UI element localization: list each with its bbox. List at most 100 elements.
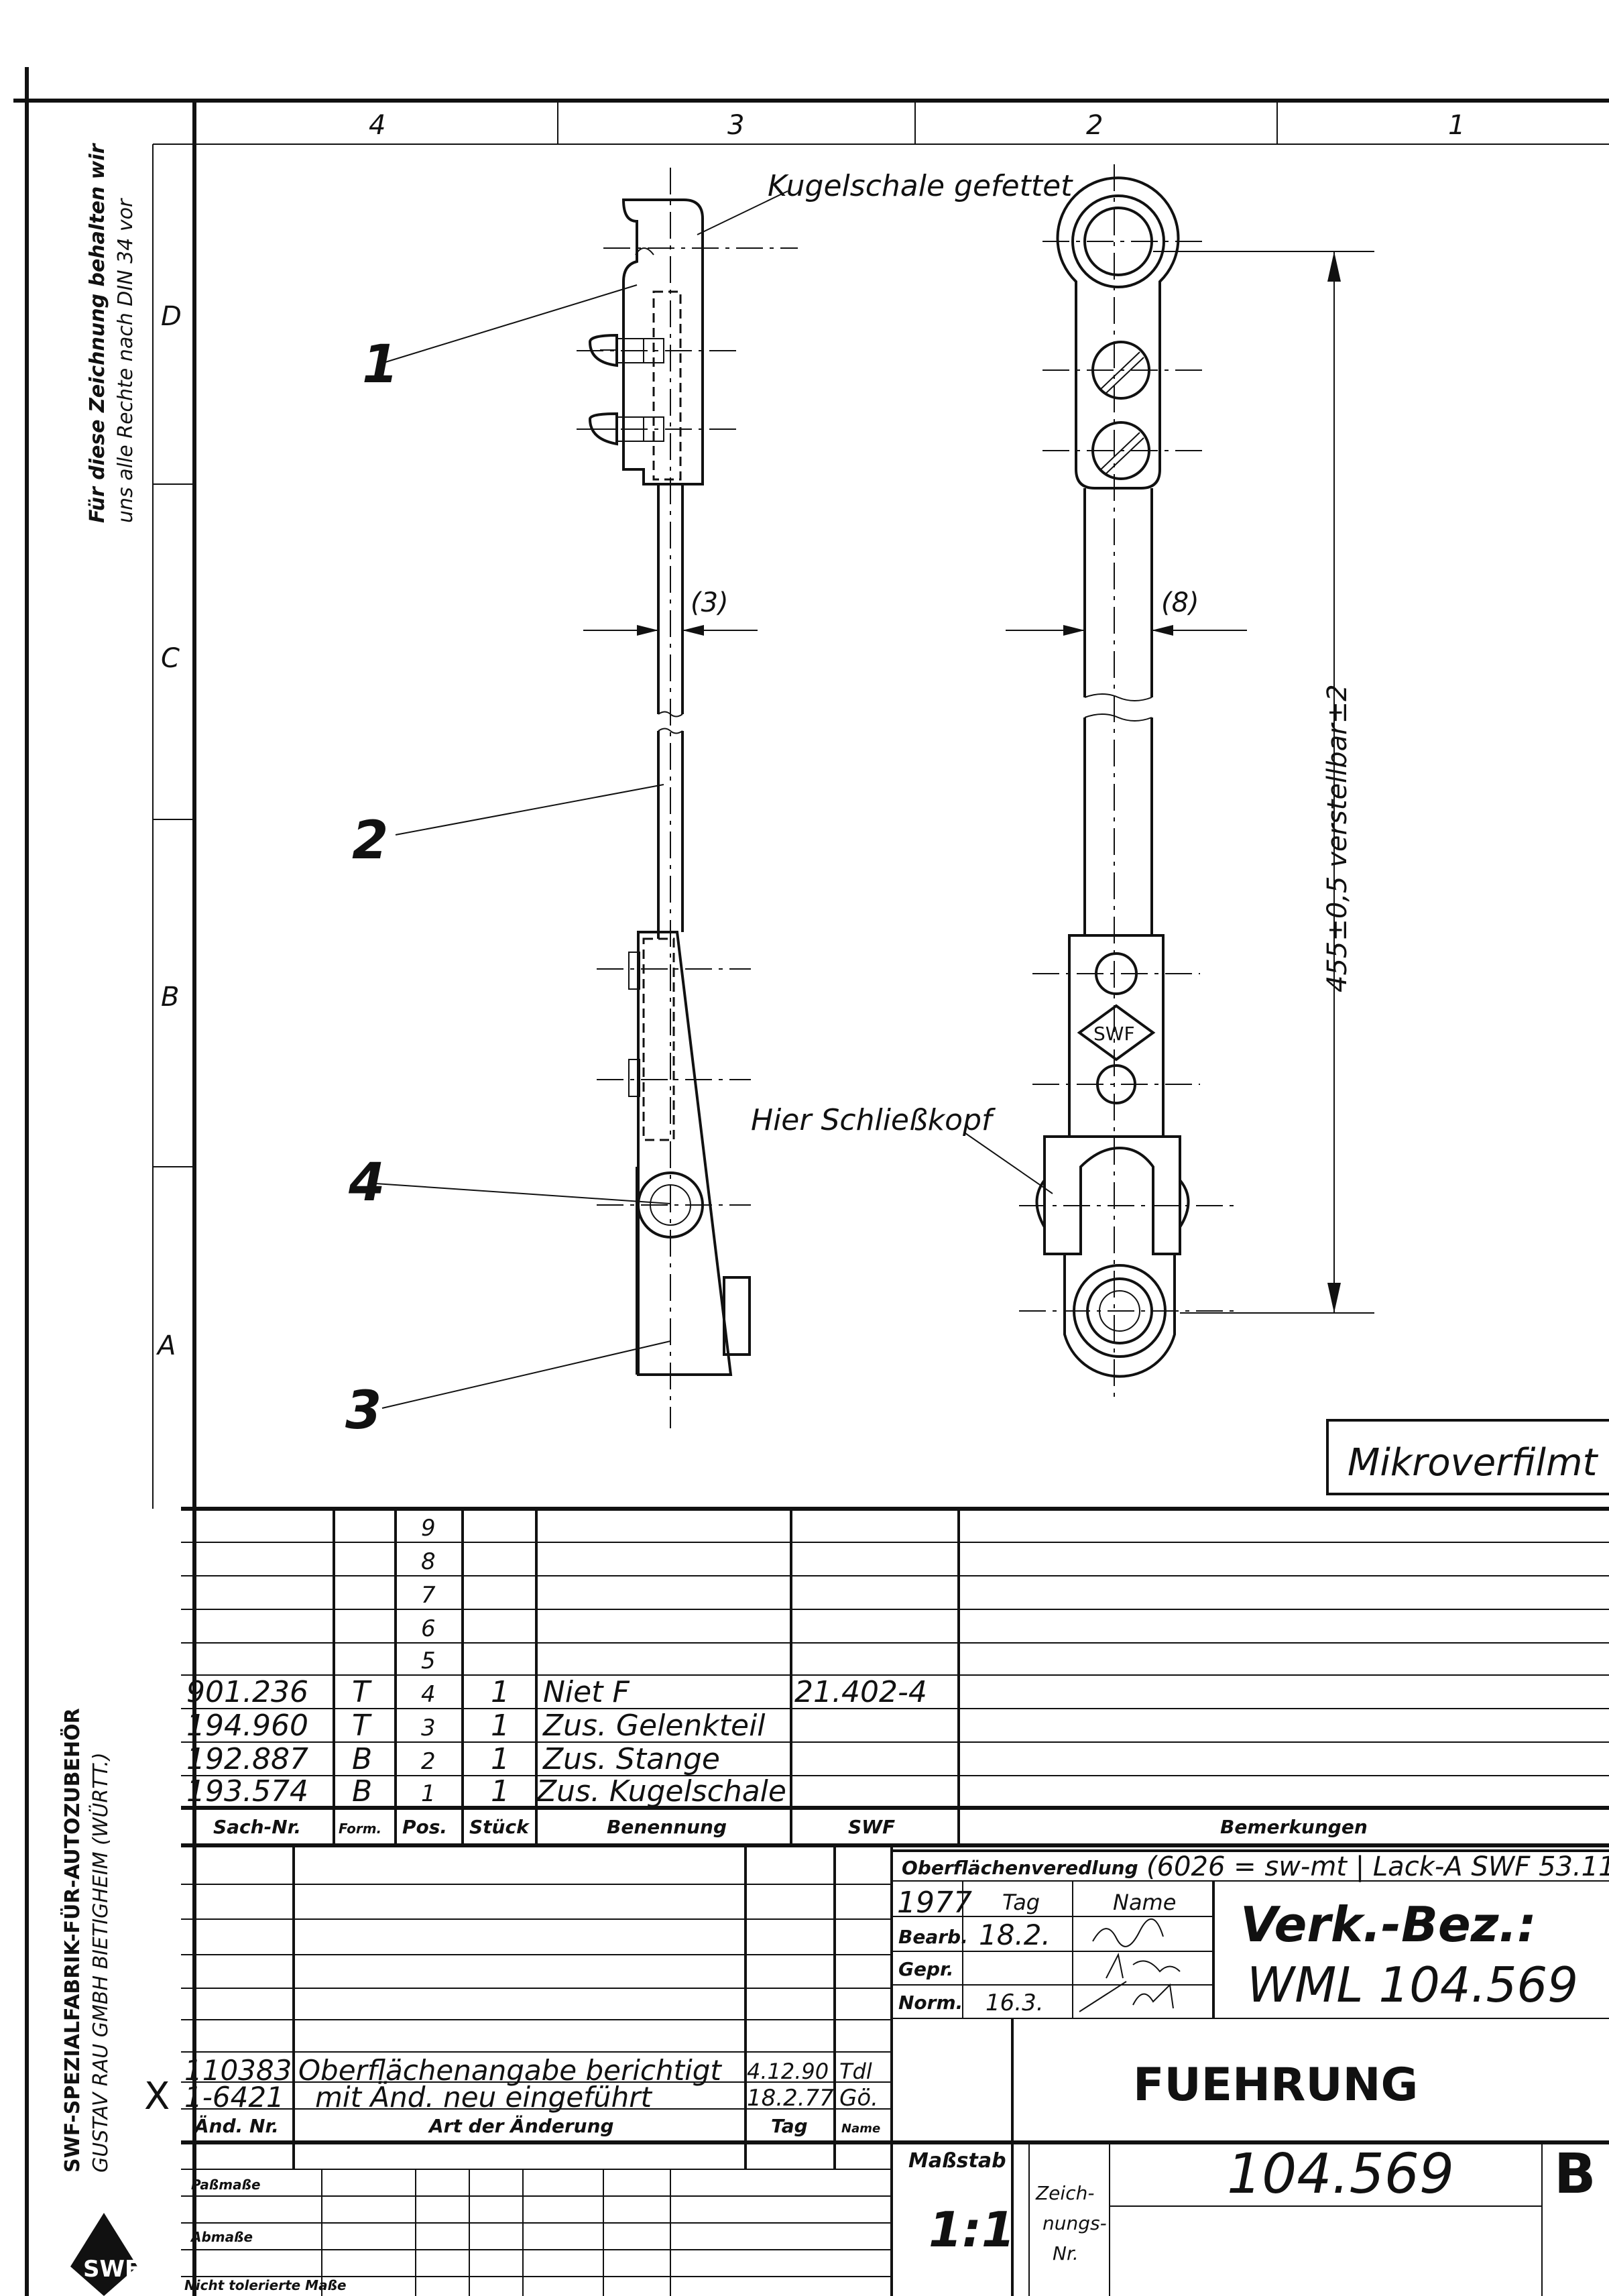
verk-bez-label: Verk.-Bez.: bbox=[1240, 1896, 1537, 1953]
parts-form: B bbox=[352, 1742, 372, 1776]
zone-label-b: B bbox=[161, 982, 179, 1013]
empty-pos-8: 8 bbox=[421, 1548, 436, 1575]
parts-stueck: 1 bbox=[491, 1742, 510, 1776]
microfilm-stamp: Mikroverfilmt bbox=[1326, 1419, 1609, 1495]
empty-pos-5: 5 bbox=[421, 1648, 436, 1674]
tol-passmasse: Paßmaße bbox=[191, 2177, 261, 2193]
pos-label-4: 4 bbox=[348, 1153, 385, 1213]
parts-stueck: 1 bbox=[491, 1709, 510, 1743]
copyright-line-1: Für diese Zeichnung behalten wir bbox=[86, 142, 109, 523]
dim-rod-thickness-side: (3) bbox=[583, 587, 758, 636]
year: 1977 bbox=[897, 1886, 972, 1920]
change-tag: 4.12.90 bbox=[747, 2059, 829, 2084]
surface-value: (6026 = sw-mt | Lack-A SWF 53.117) bbox=[1146, 1851, 1609, 1882]
parts-row: 192.887 B 2 1 Zus. Stange bbox=[186, 1742, 720, 1776]
dim-rod-thickness-front: (8) bbox=[1006, 587, 1247, 636]
screw-upper bbox=[577, 333, 737, 367]
callout-rivet-head: Hier Schließkopf bbox=[751, 1103, 1053, 1194]
empty-positions: 9 8 7 6 5 bbox=[421, 1515, 436, 1674]
parts-pos: 1 bbox=[421, 1780, 436, 1807]
drawing-frame bbox=[13, 67, 1609, 2296]
parts-benennung: Zus. Gelenkteil bbox=[542, 1709, 766, 1743]
parts-rows: 901.236 T 4 1 Niet F 21.402-4 194.960 T … bbox=[186, 1675, 927, 1809]
company-line-2: GUSTAV RAU GMBH BIETIGHEIM (WÜRTT.) bbox=[88, 1752, 113, 2173]
swf-emblem-text: SWF bbox=[1093, 1023, 1135, 1045]
screw-lower bbox=[577, 412, 737, 446]
parts-pos: 4 bbox=[421, 1681, 436, 1708]
parts-benennung: Niet F bbox=[543, 1675, 630, 1709]
hdr-pos: Pos. bbox=[402, 1816, 447, 1838]
parts-form: T bbox=[352, 1675, 372, 1709]
callout-rivet-head-text: Hier Schließkopf bbox=[751, 1103, 996, 1137]
gepr-signature bbox=[1106, 1952, 1181, 1979]
change-nr: 110383 bbox=[184, 2054, 292, 2087]
change-rows: 110383 Oberflächenangabe berichtigt 4.12… bbox=[184, 2054, 878, 2114]
zone-label-a: A bbox=[156, 1330, 176, 1361]
front-view: (8) SWF bbox=[1006, 164, 1247, 1401]
parts-row: 901.236 T 4 1 Niet F 21.402-4 bbox=[186, 1675, 927, 1709]
hdr-art: Art der Änderung bbox=[428, 2114, 614, 2137]
tol-nicht-toleriert: Nicht tolerierte Maße bbox=[184, 2277, 347, 2293]
copyright-note: Für diese Zeichnung behalten wir uns all… bbox=[86, 142, 137, 523]
zone-label-d: D bbox=[161, 301, 182, 332]
empty-pos-6: 6 bbox=[421, 1615, 436, 1642]
gepr-label: Gepr. bbox=[898, 1958, 953, 1980]
zone-label-4: 4 bbox=[369, 110, 385, 141]
hdr-sach-nr: Sach-Nr. bbox=[213, 1816, 301, 1838]
parts-row: 193.574 B 1 1 Zus. Kugelschale bbox=[186, 1774, 786, 1809]
scale-value: 1:1 bbox=[929, 2201, 1015, 2258]
pos-label-1: 1 bbox=[362, 335, 398, 395]
tag-label: Tag bbox=[1002, 1890, 1040, 1915]
zone-label-3: 3 bbox=[727, 110, 744, 141]
hdr-bemerkungen: Bemerkungen bbox=[1220, 1816, 1368, 1838]
verk-bez-value: WML 104.569 bbox=[1247, 1957, 1578, 2013]
parts-pos: 3 bbox=[421, 1715, 436, 1741]
dim-label-3: (3) bbox=[691, 587, 729, 618]
norm-signature bbox=[1079, 1981, 1174, 2012]
empty-pos-7: 7 bbox=[421, 1582, 436, 1609]
surface-label: Oberflächenveredlung bbox=[902, 1857, 1138, 1879]
company-line-1: SWF-SPEZIALFABRIK-FÜR-AUTOZUBEHÖR bbox=[60, 1708, 84, 2173]
parts-swf: 21.402-4 bbox=[794, 1675, 927, 1709]
pos-label-2: 2 bbox=[352, 811, 388, 871]
drawing-number: 104.569 bbox=[1227, 2142, 1454, 2206]
dim-label-8: (8) bbox=[1161, 587, 1199, 618]
parts-pos: 2 bbox=[421, 1748, 436, 1775]
parts-sach-nr: 901.236 bbox=[186, 1675, 308, 1709]
change-block: 110383 Oberflächenangabe berichtigt 4.12… bbox=[144, 1845, 1609, 2296]
change-tag: 18.2.77 bbox=[747, 2085, 834, 2112]
norm-label: Norm. bbox=[898, 1992, 963, 2014]
zone-labels-left: D C B A bbox=[156, 301, 182, 1361]
name-label: Name bbox=[1113, 1890, 1176, 1915]
dim-overall-length: 455±0,5 verstellbar±2 bbox=[1153, 251, 1374, 1314]
empty-pos-9: 9 bbox=[421, 1515, 436, 1542]
change-row: 1-6421 mit Änd. neu eingeführt 18.2.77 G… bbox=[184, 2080, 878, 2114]
zone-label-1: 1 bbox=[1448, 110, 1465, 141]
company-name: SWF-SPEZIALFABRIK-FÜR-AUTOZUBEHÖR GUSTAV… bbox=[60, 1708, 113, 2173]
tolerance-labels: Paßmaße Abmaße Nicht tolerierte Maße bbox=[184, 2177, 347, 2293]
hdr-stueck: Stück bbox=[469, 1816, 530, 1838]
position-callouts: 1 2 3 4 bbox=[345, 284, 671, 1441]
pos-label-3: 3 bbox=[345, 1381, 381, 1441]
swf-emblem bbox=[1077, 1004, 1156, 1061]
hdr-swf: SWF bbox=[848, 1816, 895, 1838]
parts-sach-nr: 193.574 bbox=[186, 1774, 308, 1809]
parts-form: B bbox=[352, 1774, 372, 1809]
sheet-format: B bbox=[1554, 2142, 1596, 2206]
change-row: 110383 Oberflächenangabe berichtigt 4.12… bbox=[184, 2054, 872, 2087]
parts-row: 194.960 T 3 1 Zus. Gelenkteil bbox=[186, 1709, 766, 1743]
hdr-benennung: Benennung bbox=[607, 1816, 727, 1838]
callout-grease: Kugelschale gefettet bbox=[697, 169, 1073, 235]
logo-text: SWF bbox=[83, 2256, 140, 2283]
change-art: mit Änd. neu eingeführt bbox=[315, 2080, 652, 2114]
change-name: Tdl bbox=[839, 2059, 872, 2084]
callout-grease-text: Kugelschale gefettet bbox=[768, 169, 1073, 203]
change-name: Gö. bbox=[839, 2085, 878, 2112]
dim-length-text: 455±0,5 verstellbar±2 bbox=[1322, 684, 1353, 992]
drawing-title: FUEHRUNG bbox=[1133, 2059, 1418, 2112]
title-block: Oberflächenveredlung (6026 = sw-mt | Lac… bbox=[892, 1849, 1609, 2296]
parts-form: T bbox=[352, 1709, 372, 1743]
parts-sach-nr: 194.960 bbox=[186, 1709, 308, 1743]
drawing-no-label-3: Nr. bbox=[1053, 2242, 1079, 2264]
